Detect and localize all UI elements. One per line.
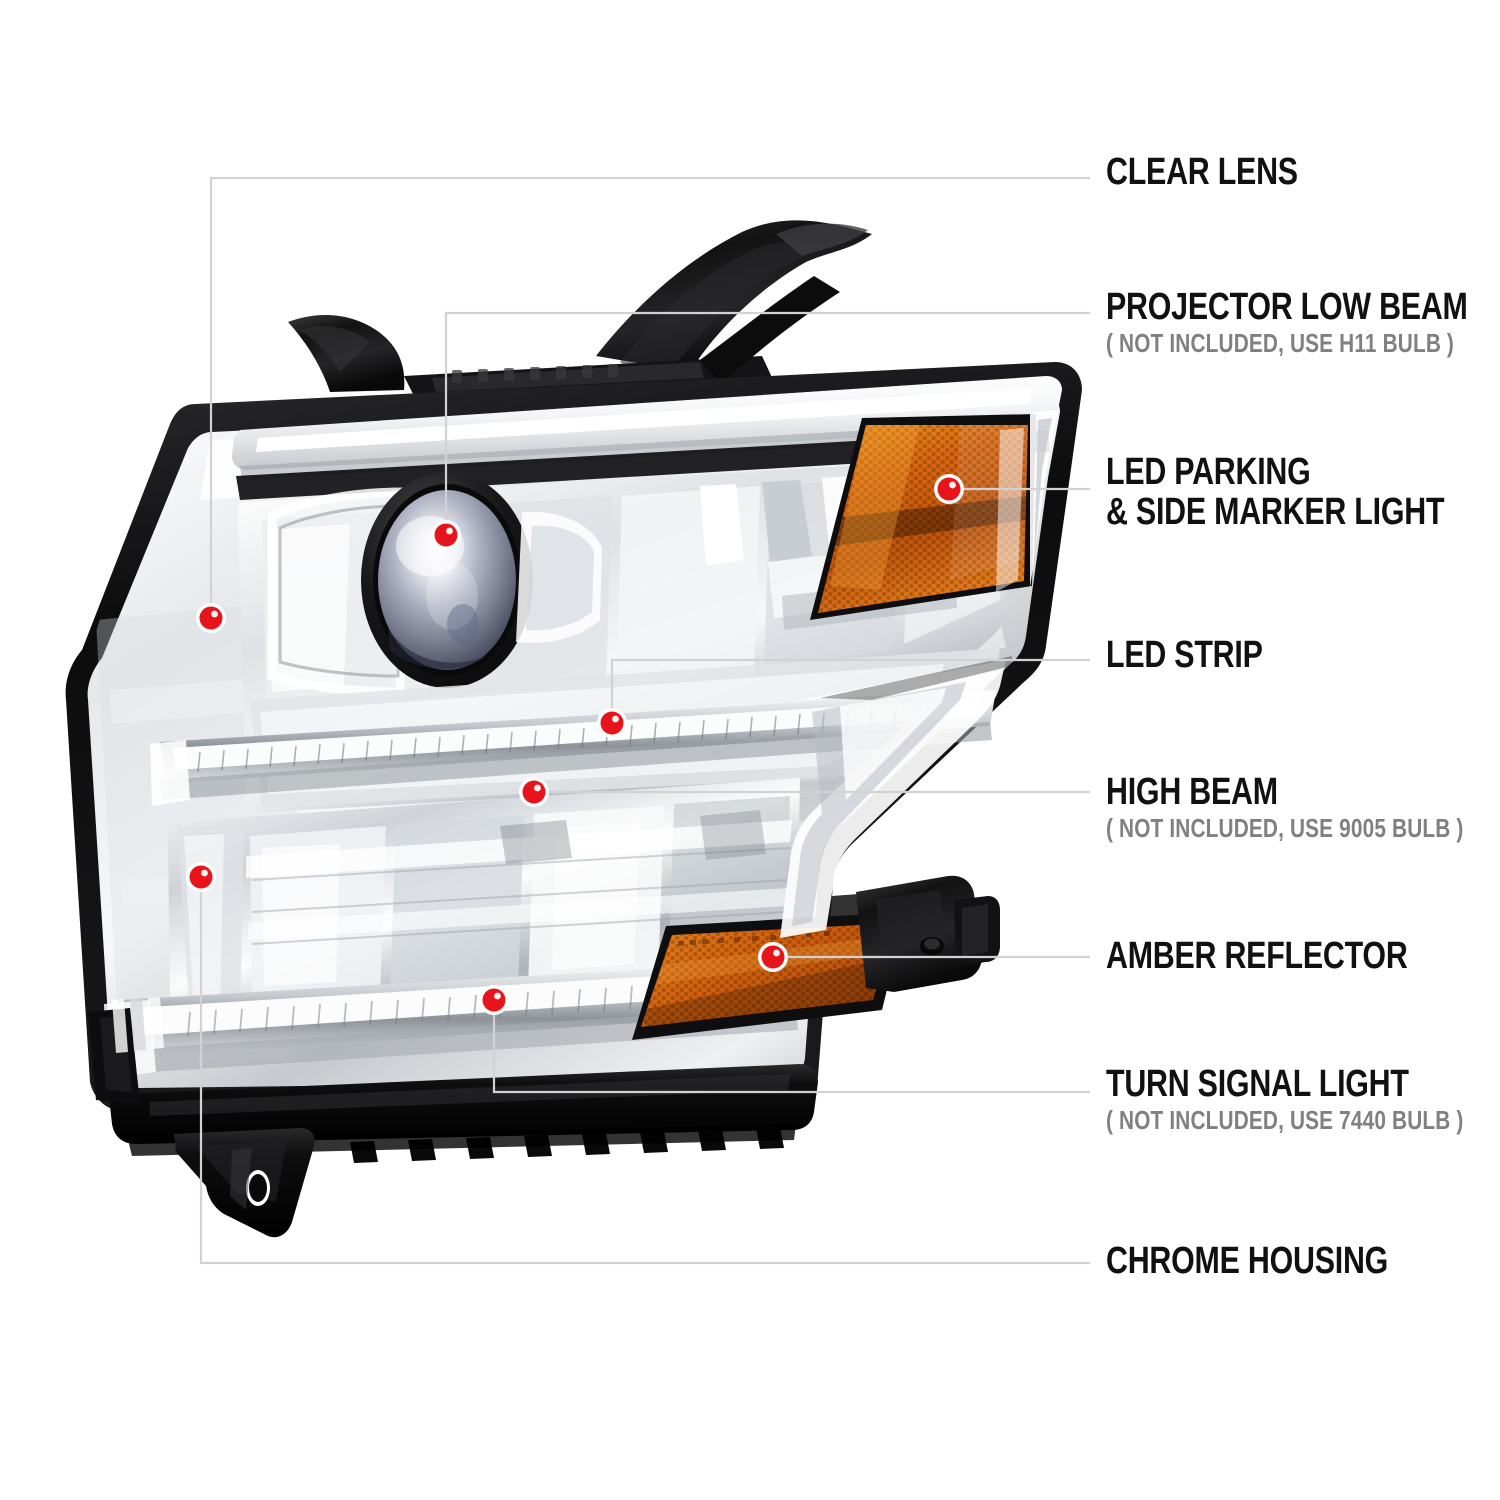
callout-subtitle-projector-low-beam: ( NOT INCLUDED, USE H11 BULB ): [1106, 328, 1455, 359]
callout-dot-chrome-housing[interactable]: [186, 862, 216, 892]
callout-dot-amber-reflector[interactable]: [758, 942, 788, 972]
left-chrome-ribs: [112, 997, 164, 1053]
callout-title-turn-signal-light: TURN SIGNAL LIGHT: [1106, 1063, 1409, 1105]
lower-mounting-base: [110, 1064, 818, 1238]
callout-title-led-strip: LED STRIP: [1106, 634, 1263, 676]
callout-label-high-beam: HIGH BEAM( NOT INCLUDED, USE 9005 BULB ): [1106, 772, 1500, 843]
callout-title-projector-low-beam: PROJECTOR LOW BEAM: [1106, 286, 1468, 328]
callout-title-chrome-housing: CHROME HOUSING: [1106, 1240, 1389, 1282]
callout-label-chrome-housing: CHROME HOUSING: [1106, 1240, 1459, 1282]
callout-dots: [186, 474, 964, 1015]
callout-label-led-strip: LED STRIP: [1106, 634, 1302, 676]
callout-title-clear-lens: CLEAR LENS: [1106, 151, 1298, 193]
callout-title2-led-parking-side-marker: & SIDE MARKER LIGHT: [1106, 491, 1445, 534]
callout-label-led-parking-side-marker: LED PARKING& SIDE MARKER LIGHT: [1106, 452, 1500, 533]
amber-reflector-lower: [632, 912, 906, 1040]
upper-reflector-bowl: [237, 456, 1014, 812]
callout-subtitle-high-beam: ( NOT INCLUDED, USE 9005 BULB ): [1106, 813, 1464, 844]
callout-dot-clear-lens[interactable]: [196, 603, 226, 633]
callout-label-amber-reflector: AMBER REFLECTOR: [1106, 935, 1483, 977]
callout-dot-led-strip[interactable]: [597, 708, 627, 738]
callout-dot-led-parking-side-marker[interactable]: [934, 474, 964, 504]
upper-mounting-bracket: [288, 220, 872, 404]
callout-dot-turn-signal-light[interactable]: [479, 985, 509, 1015]
turn-signal-light-band: [104, 960, 800, 1078]
side-mounting-tab: [856, 875, 1000, 992]
leader-line-turn-signal-light: [492, 1000, 1090, 1094]
callout-title-amber-reflector: AMBER REFLECTOR: [1106, 935, 1408, 977]
led-parking-side-marker-light: [810, 410, 1058, 620]
callout-label-projector-low-beam: PROJECTOR LOW BEAM( NOT INCLUDED, USE H1…: [1106, 287, 1500, 358]
callout-subtitle-turn-signal-light: ( NOT INCLUDED, USE 7440 BULB ): [1106, 1105, 1464, 1136]
callout-dot-high-beam[interactable]: [519, 777, 549, 807]
callout-leader-lines: [199, 176, 1090, 1265]
callout-title-high-beam: HIGH BEAM: [1106, 771, 1278, 813]
leader-line-clear-lens: [209, 176, 1090, 618]
led-strip-bar: [150, 690, 996, 806]
leader-line-chrome-housing: [199, 877, 1090, 1265]
leader-line-projector-low-beam: [444, 311, 1090, 535]
callout-label-turn-signal-light: TURN SIGNAL LIGHT( NOT INCLUDED, USE 744…: [1106, 1064, 1500, 1135]
callout-label-clear-lens: CLEAR LENS: [1106, 151, 1346, 193]
callout-dot-projector-low-beam[interactable]: [431, 520, 461, 550]
lower-reflector-bowl: [168, 778, 800, 1026]
callout-title-led-parking-side-marker: LED PARKING: [1106, 451, 1311, 493]
leader-line-led-strip: [610, 658, 1090, 723]
